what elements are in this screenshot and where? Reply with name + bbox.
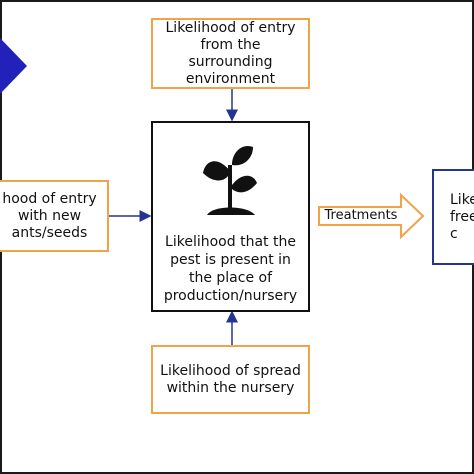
treatments-arrow xyxy=(318,192,425,240)
blue-arrowhead-icon xyxy=(0,38,27,94)
node-outcome-label: Like free c xyxy=(450,191,474,242)
node-spread-within-nursery: Likelihood of spread within the nursery xyxy=(151,345,310,414)
node-spread-label: Likelihood of spread within the nursery xyxy=(160,362,301,396)
node-new-plants-seeds: hood of entry with new ants/seeds xyxy=(0,180,109,252)
treatments-label: Treatments xyxy=(324,208,398,223)
plant-seedling-icon xyxy=(202,145,257,215)
node-surrounding-label: Likelihood of entry from the surrounding… xyxy=(165,19,296,87)
node-surrounding-environment: Likelihood of entry from the surrounding… xyxy=(151,18,310,89)
node-pest-present-label: Likelihood that the pest is present in t… xyxy=(163,234,298,304)
node-pest-free-outcome: Like free c xyxy=(432,169,474,265)
node-pest-present: Likelihood that the pest is present in t… xyxy=(151,121,310,312)
node-seeds-label: hood of entry with new ants/seeds xyxy=(2,190,97,241)
